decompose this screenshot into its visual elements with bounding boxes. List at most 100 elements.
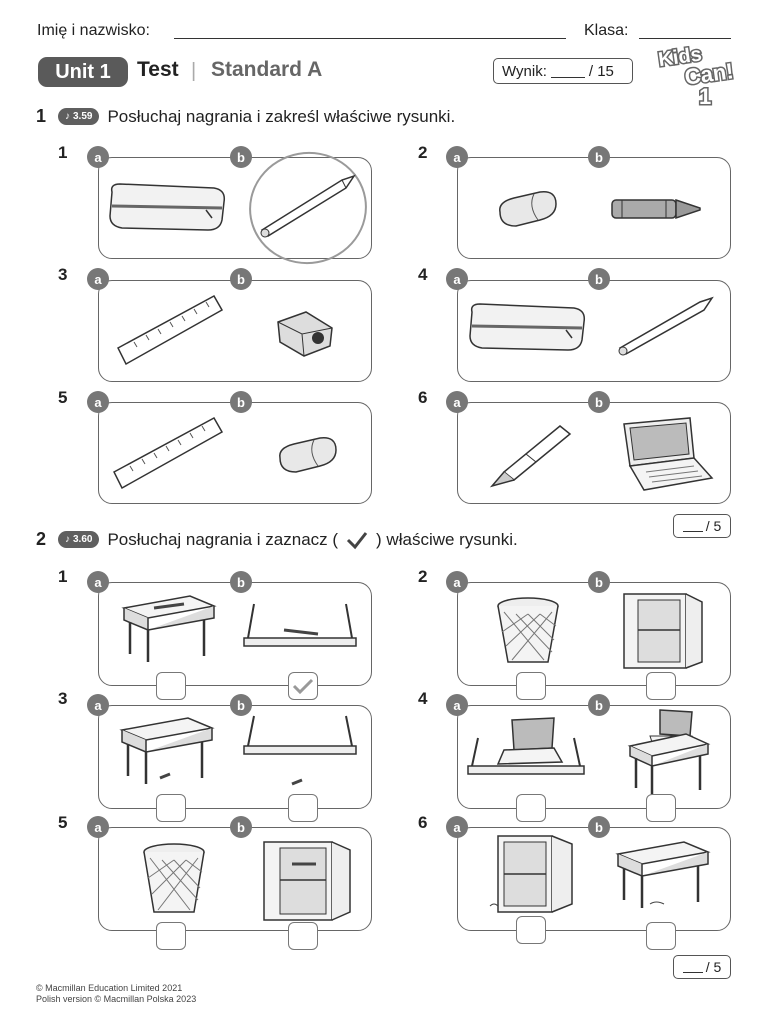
copyright-line-1: © Macmillan Education Limited 2021 (36, 983, 183, 993)
pen-icon[interactable] (486, 420, 576, 490)
audio-track-badge[interactable]: ♪3.59 (58, 108, 100, 125)
item-number: 1 (58, 567, 68, 586)
answer-checkbox[interactable] (516, 672, 546, 700)
sharpener-icon[interactable] (272, 306, 338, 360)
desk-pen-icon (121, 595, 217, 662)
option-b-badge: b (588, 816, 610, 838)
option-a-badge: a (446, 571, 468, 593)
copyright-footer: © Macmillan Education Limited 2021 Polis… (36, 983, 196, 1005)
name-line[interactable] (174, 38, 566, 39)
item-number: 6 (418, 813, 428, 832)
option-b-badge: b (588, 694, 610, 716)
pencil-case-icon[interactable] (106, 180, 228, 236)
pencil-case-icon[interactable] (466, 300, 588, 356)
answer-checkbox[interactable] (288, 922, 318, 950)
logo-number: 1 (699, 84, 711, 106)
score-blank[interactable] (550, 64, 585, 78)
item-number: 2 (418, 567, 428, 586)
option-a-badge: a (446, 268, 468, 290)
bin-icon (143, 843, 205, 913)
option-a-badge: a (446, 391, 468, 413)
exercise-1-heading: 1 ♪3.59 Posłuchaj nagrania i zakreśl wła… (36, 106, 455, 127)
exercise-2-score: / 5 (673, 955, 731, 979)
note-icon: ♪ (65, 534, 70, 545)
score-blank[interactable] (682, 520, 703, 532)
option-a-badge: a (87, 146, 109, 168)
pencil-icon[interactable] (246, 150, 370, 266)
test-title: Test (137, 58, 179, 81)
option-a-badge: a (446, 694, 468, 716)
exercise-instruction-start: Posłuchaj nagrania i zaznacz ( (107, 529, 339, 549)
cupboard-icon (489, 835, 573, 913)
level-title: Standard A (211, 58, 323, 81)
item-number: 4 (418, 265, 428, 284)
option-b-badge: b (588, 571, 610, 593)
answer-checkbox[interactable] (646, 922, 676, 950)
item-number: 1 (58, 143, 68, 162)
answer-checkbox-checked[interactable] (288, 672, 318, 700)
option-b-badge: b (230, 268, 252, 290)
answer-checkbox[interactable] (156, 794, 186, 822)
crayon-icon[interactable] (608, 196, 708, 224)
item-number: 5 (58, 813, 68, 832)
kids-can-logo: Kids Can! 1 (656, 42, 735, 106)
option-b-badge: b (588, 146, 610, 168)
exercise-instruction: Posłuchaj nagrania i zakreśl właściwe ry… (107, 106, 456, 126)
answer-checkbox[interactable] (516, 916, 546, 944)
laptop-icon[interactable] (616, 416, 716, 494)
score-blank[interactable] (682, 961, 703, 973)
score-total: / 15 (588, 62, 614, 80)
answer-checkbox[interactable] (156, 672, 186, 700)
checkmark-icon (346, 531, 368, 549)
option-a-badge: a (87, 268, 109, 290)
option-a-badge: a (87, 694, 109, 716)
unit-badge: Unit 1 (38, 57, 128, 87)
option-b-badge: b (230, 146, 252, 168)
option-b-badge: b (230, 571, 252, 593)
laptop-on-desk-icon (627, 709, 711, 794)
shelf-icon (243, 715, 357, 786)
option-b-badge: b (230, 694, 252, 716)
option-b-badge: b (588, 391, 610, 413)
ruler-icon[interactable] (110, 414, 226, 494)
answer-checkbox[interactable] (288, 794, 318, 822)
option-a-badge: a (87, 391, 109, 413)
item-number: 3 (58, 265, 68, 284)
desk-icon (615, 841, 711, 908)
name-label: Imię i nazwisko: (37, 22, 150, 39)
note-icon: ♪ (65, 111, 70, 122)
item-number: 6 (418, 388, 428, 407)
item-number: 4 (418, 689, 428, 708)
bin-icon (497, 597, 559, 663)
exercise-number: 2 (36, 529, 47, 549)
laptop-on-shelf-icon (467, 717, 585, 775)
exercise-number: 1 (36, 106, 47, 126)
cupboard-icon (263, 841, 351, 921)
pencil-icon[interactable] (614, 296, 718, 360)
ruler-icon[interactable] (114, 292, 226, 370)
class-label: Klasa: (584, 22, 629, 39)
option-a-badge: a (87, 816, 109, 838)
exercise-instruction-end: ) właściwe rysunki. (376, 529, 518, 549)
answer-checkbox[interactable] (516, 794, 546, 822)
eraser-icon[interactable] (494, 188, 560, 232)
copyright-line-2: Polish version © Macmillan Polska 2023 (36, 994, 197, 1004)
exercise-2-heading: 2 ♪3.60 Posłuchaj nagrania i zaznacz ( )… (36, 529, 518, 550)
audio-track-badge[interactable]: ♪3.60 (58, 531, 100, 548)
option-b-badge: b (230, 391, 252, 413)
shelf-pen-icon (243, 603, 357, 647)
option-a-badge: a (446, 146, 468, 168)
answer-checkbox[interactable] (646, 794, 676, 822)
cupboard-icon (623, 593, 703, 669)
exercise-1-score: / 5 (673, 514, 731, 538)
title-separator: | (191, 60, 197, 82)
item-number: 2 (418, 143, 428, 162)
item-number: 5 (58, 388, 68, 407)
total-score-box: Wynik: / 15 (493, 58, 633, 84)
checkmark-icon (292, 678, 314, 695)
eraser-icon[interactable] (274, 434, 340, 478)
answer-checkbox[interactable] (646, 672, 676, 700)
option-a-badge: a (87, 571, 109, 593)
answer-checkbox[interactable] (156, 922, 186, 950)
class-line[interactable] (639, 38, 731, 39)
